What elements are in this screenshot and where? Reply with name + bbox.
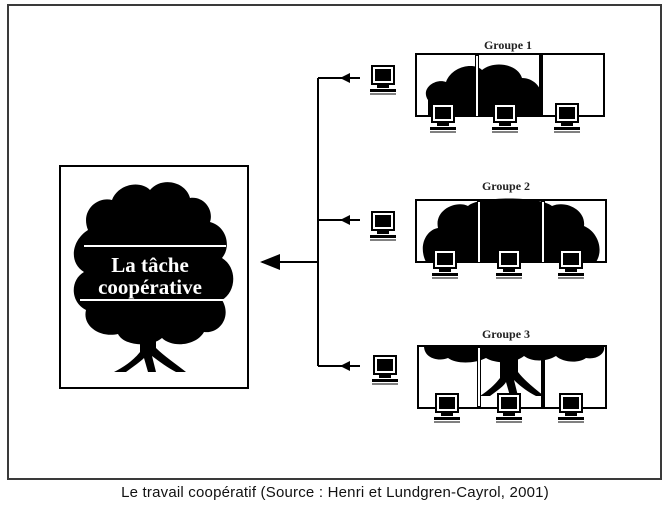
figure-caption: Le travail coopératif (Source : Henri et… (121, 484, 549, 501)
tree-icon (73, 182, 234, 372)
group-2: Groupe 2 (369, 179, 607, 279)
group-1: Groupe 1 (369, 38, 605, 133)
computer-icon (557, 249, 585, 279)
computer-icon (491, 103, 519, 133)
computer-icon (429, 103, 457, 133)
computer-icon (557, 393, 585, 423)
computer-icon (495, 249, 523, 279)
computer-icon (369, 65, 397, 95)
computer-icon (553, 103, 581, 133)
connector (260, 73, 360, 371)
computer-icon (431, 249, 459, 279)
group-2-label: Groupe 2 (482, 179, 530, 193)
cooperative-work-diagram: La tâche coopérative Groupe 1 Groupe 2 (59, 38, 607, 423)
computer-icon (369, 211, 397, 241)
task-panel: La tâche coopérative (59, 165, 249, 389)
computer-icon (433, 393, 461, 423)
group-3-label: Groupe 3 (482, 327, 530, 341)
computer-icon (495, 393, 523, 423)
task-title-line2: coopérative (98, 275, 202, 299)
group-3: Groupe 3 (371, 327, 607, 423)
tree-icon (424, 346, 605, 363)
computer-icon (371, 355, 399, 385)
group-1-label: Groupe 1 (484, 38, 532, 52)
tree-icon (422, 198, 600, 262)
task-title-line1: La tâche (111, 253, 189, 277)
